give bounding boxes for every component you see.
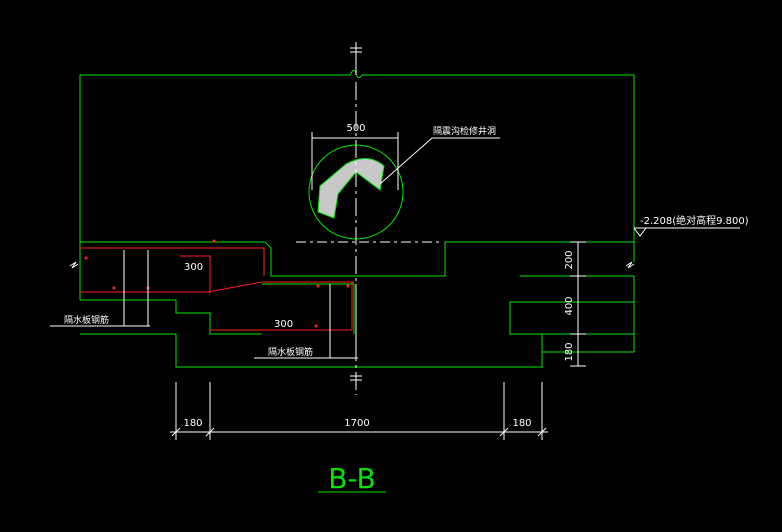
dim-right-top: 200 (564, 250, 575, 269)
rebar-label-right: 300 (274, 319, 293, 330)
waterstop-right: 隔水板钢筋 (254, 284, 358, 359)
dim-bottom-mid: 1700 (344, 418, 369, 429)
rebar-label-left: 300 (184, 262, 203, 273)
elevation-note: -2.208(绝对高程9.800) (640, 214, 749, 227)
svg-text:隔水板钢筋: 隔水板钢筋 (268, 346, 313, 358)
pipe-hatch (317, 158, 385, 219)
dim-right-mid: 400 (564, 296, 575, 315)
dim-bottom-left: 180 (183, 418, 202, 429)
svg-text:隔水板钢筋: 隔水板钢筋 (64, 314, 109, 326)
dim-right-bottom: 180 (564, 342, 575, 361)
rebar-lines (80, 239, 354, 331)
upper-structure-outline (79, 42, 635, 262)
pipe-note: 隔震沟检修井洞 (433, 125, 496, 137)
right-dimensions: 200 400 180 (564, 241, 586, 367)
dim-bottom-right: 180 (512, 418, 531, 429)
section-title: B-B (328, 462, 376, 495)
elevation-mark: -2.208(绝对高程9.800) (633, 214, 749, 237)
foundation-outline (69, 241, 635, 368)
waterstop-left: 隔水板钢筋 (50, 250, 150, 327)
pipe-section: 500 隔震沟检修井洞 (308, 123, 500, 240)
bottom-dimensions: 180 1700 180 (170, 382, 548, 440)
center-line (296, 82, 440, 395)
